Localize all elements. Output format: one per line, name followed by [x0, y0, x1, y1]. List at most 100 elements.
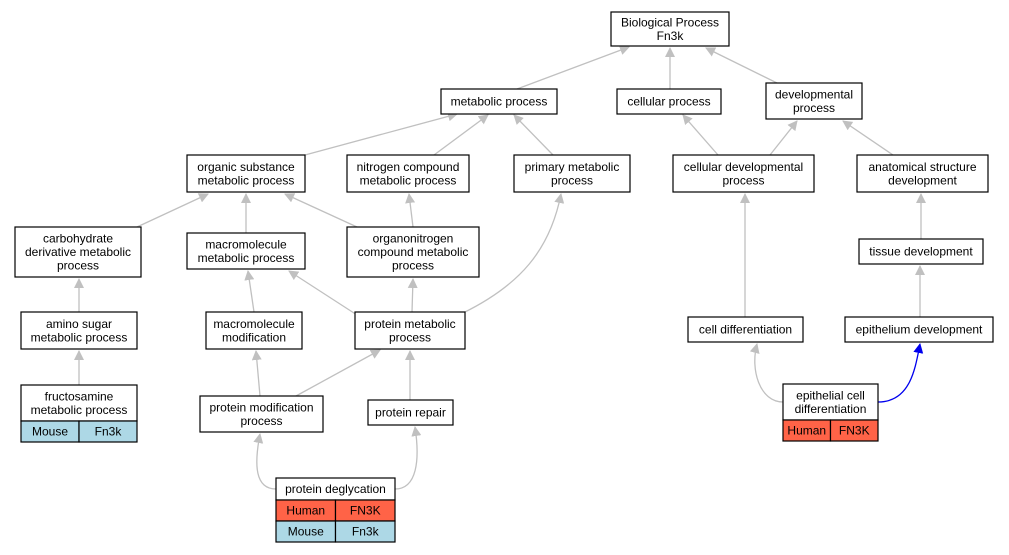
species-label: Human — [286, 504, 325, 518]
node-box — [186, 232, 306, 270]
edges — [74, 45, 926, 490]
node-metabolic[interactable]: metabolic process — [440, 88, 558, 115]
node-box — [367, 399, 454, 426]
node-label: tissue development — [869, 245, 973, 259]
node-box — [186, 154, 306, 193]
edge-arrow — [295, 349, 381, 397]
node-label: Biological Process — [621, 15, 719, 29]
node-label: protein metabolic — [364, 317, 455, 331]
edge-arrow — [682, 114, 719, 156]
node-label: metabolic process — [31, 403, 128, 417]
gene-cell — [334, 520, 396, 543]
node-box — [346, 154, 470, 193]
node-label: macromolecule — [213, 317, 295, 331]
node-box — [782, 383, 879, 421]
node-label: amino sugar — [46, 317, 112, 331]
edge-arrow — [769, 120, 798, 156]
node-epidev[interactable]: epithelium development — [844, 316, 994, 343]
species-label: Human — [787, 424, 826, 438]
node-box — [14, 226, 142, 278]
node-label: developmental — [775, 87, 853, 101]
node-label: development — [888, 173, 957, 187]
edge-arrow — [251, 350, 262, 397]
node-label: carbohydrate — [43, 232, 113, 246]
node-cellular[interactable]: cellular process — [616, 88, 722, 115]
edge-arrow — [842, 120, 894, 156]
edge-arrow — [513, 114, 554, 156]
node-label: process — [722, 173, 764, 187]
gene-label: FN3K — [839, 424, 870, 438]
node-label: process — [551, 173, 593, 187]
node-box — [205, 311, 303, 350]
node-label: metabolic process — [198, 251, 295, 265]
edge-arrow — [394, 426, 422, 490]
gene-label: Fn3k — [95, 425, 123, 439]
edge-arrow — [407, 278, 418, 313]
node-label: metabolic process — [360, 173, 457, 187]
node-label: derivative metabolic — [25, 245, 131, 259]
node-box — [346, 226, 480, 278]
node-label: process — [57, 259, 99, 273]
gene-cell — [78, 420, 138, 443]
node-label: cellular process — [627, 95, 710, 109]
node-label: organonitrogen — [373, 232, 454, 246]
node-label: fructosamine — [45, 389, 114, 403]
edge-arrow — [136, 193, 209, 228]
node-label: organic substance — [197, 160, 295, 174]
node-label: compound metabolic — [358, 245, 469, 259]
edge-arrow — [705, 47, 778, 84]
node-box — [440, 88, 558, 115]
edge-arrow — [516, 45, 630, 90]
node-tissue[interactable]: tissue development — [858, 238, 984, 265]
node-box — [858, 238, 984, 265]
node-label: cell differentiation — [699, 323, 792, 337]
gene-label: Fn3k — [352, 525, 380, 539]
node-label: process — [389, 330, 431, 344]
node-celldiff[interactable]: cell differentiation — [687, 316, 804, 343]
edge-arrow — [288, 270, 358, 316]
node-label: anatomical structure — [868, 160, 976, 174]
node-label: metabolic process — [31, 330, 128, 344]
edge-arrow — [405, 193, 416, 228]
edge-arrow — [749, 343, 784, 403]
species-label: Mouse — [288, 525, 324, 539]
node-label: macromolecule — [205, 237, 287, 251]
species-label: Mouse — [32, 425, 68, 439]
node-box — [687, 316, 804, 343]
node-box — [20, 311, 138, 350]
node-label: metabolic process — [451, 95, 548, 109]
node-box — [616, 88, 722, 115]
edge-arrow — [244, 270, 255, 313]
node-box — [20, 384, 138, 422]
node-protrepair[interactable]: protein repair — [367, 399, 454, 426]
node-label: process — [392, 259, 434, 273]
node-label: primary metabolic — [525, 160, 620, 174]
node-label: protein repair — [375, 406, 446, 420]
node-label: cellular developmental — [684, 160, 803, 174]
node-label: differentiation — [795, 402, 867, 416]
node-box — [856, 154, 989, 193]
node-label: modification — [222, 330, 286, 344]
edge-arrow — [284, 193, 358, 228]
edge-arrow — [433, 114, 489, 156]
node-label: Fn3k — [657, 29, 685, 43]
